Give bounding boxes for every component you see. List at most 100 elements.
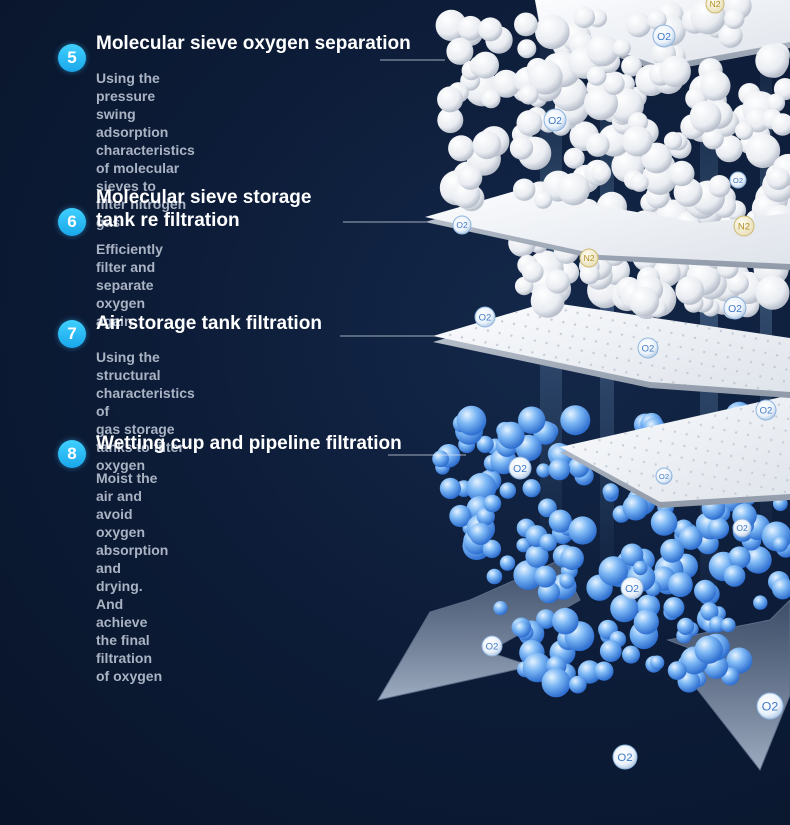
oxygen-molecule-icon: O2: [652, 24, 676, 48]
step-description-line: Moist the air and avoid oxygen: [96, 470, 158, 540]
sieve-bead: [437, 107, 464, 134]
water-bead: [599, 640, 622, 662]
step-title: Air storage tank filtration: [96, 312, 322, 335]
water-bead: [772, 536, 789, 552]
water-bead: [483, 494, 502, 513]
sieve-bead: [767, 167, 790, 190]
sieve-bead: [478, 17, 503, 42]
water-bead: [552, 607, 579, 635]
sieve-bead: [573, 6, 596, 29]
sieve-bead: [513, 178, 536, 201]
water-bead: [432, 450, 449, 468]
water-bead: [721, 617, 736, 633]
sieve-bead: [492, 69, 521, 98]
water-bead: [622, 494, 649, 521]
step-title-line: Wetting cup and pipeline filtration: [96, 433, 402, 454]
sieve-bead: [535, 14, 570, 50]
nitrogen-molecule-icon: N2: [705, 0, 725, 14]
oxygen-molecule-icon: O2: [729, 171, 747, 189]
water-bead: [568, 516, 597, 545]
water-bead: [771, 577, 790, 600]
pointer-lines: [340, 59, 466, 456]
step-number-badge: 6: [58, 208, 86, 236]
water-bead: [726, 647, 753, 674]
water-bead: [633, 560, 648, 576]
sieve-bead: [663, 131, 683, 150]
sieve-bead: [771, 113, 790, 136]
sieve-bead: [518, 85, 539, 105]
water-bead: [560, 405, 591, 436]
oxygen-molecule-icon: O2: [612, 744, 638, 770]
sieve-bead: [521, 260, 544, 283]
water-bead: [548, 509, 572, 533]
step-title-line: Molecular sieve storage: [96, 187, 312, 208]
sieve-bead: [699, 70, 731, 102]
svg-text:O2: O2: [456, 220, 468, 230]
water-bead: [534, 565, 557, 588]
water-bead: [548, 458, 571, 481]
water-bead: [660, 538, 684, 563]
water-bead: [668, 572, 693, 598]
water-bead: [594, 661, 614, 681]
water-bead: [694, 635, 723, 664]
water-bead: [650, 509, 678, 536]
water-bead: [620, 543, 644, 567]
oxygen-molecule-icon: O2: [756, 692, 784, 720]
sieve-bead: [612, 38, 631, 57]
sieve-bead: [591, 163, 612, 184]
sieve-bead: [718, 23, 743, 48]
sieve-bead: [755, 43, 790, 78]
step-description-line: Using the pressure swing adsorption: [96, 70, 169, 140]
water-bead: [541, 668, 571, 698]
sieve-bead: [528, 60, 563, 95]
step-description-line: absorption and drying. And achieve: [96, 542, 169, 630]
step-title: Wetting cup and pipeline filtration: [96, 432, 402, 455]
water-bead: [633, 609, 659, 635]
water-bead: [476, 435, 494, 453]
water-bead: [610, 594, 639, 623]
sieve-bead: [652, 258, 681, 287]
water-bead: [482, 539, 502, 559]
step-description: Efficiently filter and separate oxygen a…: [96, 240, 163, 330]
water-bead: [536, 609, 556, 629]
step-description: Using the pressure swing adsorption char…: [96, 69, 195, 231]
water-bead: [602, 483, 619, 500]
sieve-bead: [745, 133, 781, 169]
svg-text:O2: O2: [733, 176, 743, 185]
filter-panel-perforated-bottom: [560, 395, 790, 508]
water-bead: [449, 504, 472, 528]
sieve-bead: [735, 121, 754, 140]
sieve-bead: [545, 269, 570, 294]
sieve-bead: [724, 8, 745, 30]
sieve-bead: [517, 39, 537, 59]
oxygen-molecule-icon: O2: [620, 576, 644, 600]
water-bead: [499, 555, 516, 571]
sieve-bead: [669, 160, 695, 187]
svg-text:O2: O2: [760, 406, 773, 417]
sieve-bead: [630, 173, 649, 192]
nitrogen-molecule-icon: N2: [579, 248, 599, 268]
step-description-line: the final filtration of oxygen: [96, 632, 163, 684]
step-description-line: characteristics of molecular sieves to: [96, 142, 195, 194]
sieve-bead: [621, 55, 642, 77]
sieve-bead: [458, 165, 483, 190]
oxygen-molecule-icon: O2: [543, 108, 567, 132]
water-bead: [525, 544, 549, 568]
step-description: Moist the air and avoid oxygen absorptio…: [96, 469, 168, 685]
sieve-bead: [448, 135, 475, 162]
sieve-bead: [584, 86, 618, 121]
step-title-line: Air storage tank filtration: [96, 313, 322, 334]
sieve-bead: [629, 286, 659, 317]
water-bead: [497, 421, 525, 449]
water-bead: [522, 479, 541, 498]
svg-text:N2: N2: [710, 0, 721, 9]
sieve-bead: [585, 133, 610, 157]
sieve-bead: [586, 66, 607, 86]
sieve-bead: [481, 89, 501, 109]
water-bead: [577, 660, 602, 684]
water-bead: [649, 655, 665, 670]
sieve-bead: [675, 276, 705, 305]
oxygen-molecule-icon: O2: [481, 635, 503, 657]
water-bead: [667, 661, 687, 680]
